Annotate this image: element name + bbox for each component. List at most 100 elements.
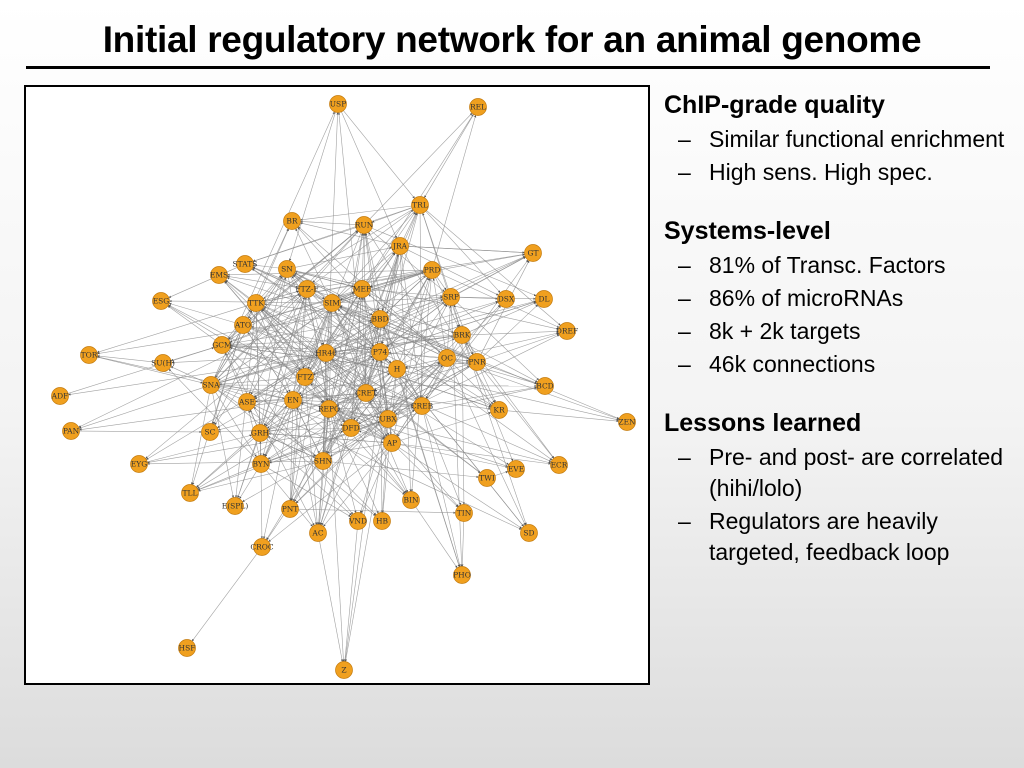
network-edge	[369, 400, 389, 436]
network-edge	[97, 356, 285, 399]
gene-node: ESG	[152, 292, 170, 310]
gene-node: Z	[335, 661, 353, 679]
network-edge	[424, 114, 474, 198]
network-edge	[267, 338, 455, 430]
network-edge	[226, 351, 354, 515]
gene-node-label: FTZ-F	[295, 285, 318, 294]
gene-node: PHO	[453, 566, 471, 584]
gene-node-label: DFD	[342, 424, 359, 433]
gene-node-label: VND	[348, 517, 367, 526]
gene-node-circle	[371, 343, 389, 361]
gene-node: E(SPL)	[222, 497, 248, 515]
gene-node: STATS	[233, 255, 258, 273]
bullet-item: –Regulators are heavily targeted, feedba…	[664, 506, 1014, 568]
network-edge	[250, 328, 552, 462]
network-edge	[453, 305, 461, 328]
gene-node-label: ADF	[51, 392, 69, 401]
network-edge	[391, 304, 448, 412]
network-edge	[423, 414, 461, 567]
gene-node-label: ASE	[238, 398, 255, 407]
network-edge	[249, 230, 358, 320]
gene-node-label: BCD	[536, 382, 553, 391]
network-edge	[362, 233, 367, 385]
dash-glyph: –	[678, 318, 691, 344]
gene-node: USP	[329, 95, 347, 113]
network-edge	[260, 309, 301, 371]
gene-node-circle	[210, 266, 228, 284]
network-edge	[218, 388, 522, 530]
network-edge	[325, 326, 378, 454]
gene-node: TTK	[247, 294, 265, 312]
network-edge	[219, 384, 537, 388]
network-edge	[230, 330, 559, 345]
gene-node-circle	[130, 455, 148, 473]
gene-node: EYG	[130, 455, 148, 473]
gene-node-label: STATS	[233, 260, 258, 269]
gene-node: SU(H)	[151, 354, 175, 372]
network-edge	[265, 405, 288, 428]
network-edge	[305, 385, 319, 525]
gene-node-label: ESG	[153, 297, 170, 306]
network-edge	[68, 347, 215, 394]
gene-node-label: P74	[373, 348, 388, 357]
network-edge	[217, 389, 317, 457]
network-edge	[465, 342, 474, 355]
network-edge	[252, 266, 300, 287]
gene-node-label: TLL	[183, 489, 198, 498]
network-edge	[464, 342, 527, 526]
network-edge	[289, 112, 336, 262]
gene-node-label: SD	[523, 529, 534, 538]
gene-node: PRD	[423, 261, 441, 279]
gene-node-circle	[178, 639, 196, 657]
network-edge	[268, 448, 386, 542]
network-edge	[332, 416, 379, 514]
network-edge	[456, 302, 540, 381]
network-edge	[79, 430, 202, 434]
bullet-item: –Similar functional enrichment	[664, 124, 1014, 155]
network-edge	[450, 365, 526, 526]
network-edge	[328, 466, 377, 516]
network-edge	[268, 421, 381, 462]
gene-node-circle	[296, 368, 314, 386]
bullet-text: Regulators are heavily targeted, feedbac…	[709, 508, 950, 565]
gene-node-circle	[558, 322, 576, 340]
network-edge	[452, 363, 494, 405]
gene-node-circle	[453, 326, 471, 344]
network-edge	[461, 343, 466, 505]
gene-node-label: AP	[386, 439, 397, 448]
network-edge	[226, 277, 470, 360]
network-edge	[405, 362, 469, 370]
network-edge	[295, 340, 457, 504]
gene-node-label: AC	[311, 529, 323, 538]
network-edge	[371, 399, 383, 413]
network-edge	[361, 450, 389, 514]
gene-node-label: DL	[539, 295, 550, 304]
network-edge	[147, 460, 315, 466]
network-edge	[168, 368, 256, 459]
gene-node-label: HR46	[315, 349, 337, 358]
bullet-text: 86% of microRNAs	[709, 285, 904, 311]
gene-node: PNR	[468, 353, 486, 371]
network-edge	[263, 306, 390, 366]
gene-node-label: SC	[205, 428, 216, 437]
section-lessons-learned: Lessons learned –Pre- and post- are corr…	[664, 406, 1014, 568]
network-edge	[436, 276, 447, 291]
gene-node: BBD	[371, 310, 389, 328]
gene-node-label: EN	[287, 396, 299, 405]
gene-node-circle	[497, 290, 515, 308]
network-edge	[218, 394, 358, 431]
network-edge	[219, 300, 499, 383]
network-edge	[224, 281, 346, 422]
network-edge	[225, 279, 250, 299]
gene-node-circle	[453, 566, 471, 584]
network-edge	[370, 271, 424, 288]
gene-node: SN	[278, 260, 296, 278]
network-edge	[230, 345, 318, 354]
network-edge	[386, 301, 445, 348]
gene-node-circle	[342, 419, 360, 437]
gene-node: TLL	[181, 484, 199, 502]
network-edge	[507, 410, 619, 423]
network-edge	[97, 298, 443, 355]
network-edge	[393, 278, 431, 435]
network-edge	[365, 233, 396, 361]
